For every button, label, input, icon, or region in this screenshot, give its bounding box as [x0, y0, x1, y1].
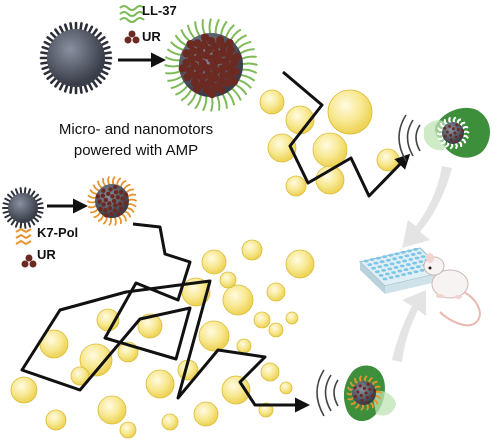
k7pol-legend-label: K7-Pol — [37, 225, 79, 240]
bubble — [119, 421, 137, 439]
bubble — [193, 401, 219, 427]
infected-tissue-icon-upper — [424, 107, 490, 158]
small-spiky-nanoparticle-icon — [2, 187, 44, 229]
bubble — [253, 311, 271, 329]
ll37-peptide-icon — [119, 5, 145, 23]
flow-arrow-lower — [392, 290, 426, 362]
bubble — [285, 249, 315, 279]
spiky-nanoparticle-icon — [39, 21, 113, 95]
motion-path-lower — [20, 222, 310, 413]
ur-legend-label-top: UR — [142, 29, 161, 44]
signal-waves-icon-lower — [316, 369, 339, 417]
bubble — [145, 369, 175, 399]
bubble — [161, 413, 179, 431]
infected-tissue-icon-lower — [343, 365, 396, 422]
bubble — [241, 239, 263, 261]
bubble — [219, 271, 237, 289]
bubble — [222, 284, 254, 316]
bubble — [285, 311, 299, 325]
bubble — [259, 89, 285, 115]
bubble — [260, 362, 280, 382]
mouse-icon — [423, 253, 481, 327]
bubble — [70, 366, 90, 386]
caption-line-1: Micro- and nanomotors — [58, 121, 214, 138]
signal-waves-icon-upper — [398, 114, 421, 162]
bubble — [201, 249, 227, 275]
flow-arrow-upper — [402, 166, 452, 248]
bubble — [97, 395, 127, 425]
bubble-group — [10, 89, 400, 439]
bubble — [198, 320, 230, 352]
bubble — [236, 338, 252, 354]
urease-enzyme-icon-top — [124, 30, 140, 44]
bubble — [279, 381, 293, 395]
bubble — [79, 343, 113, 377]
bubble — [268, 322, 284, 338]
bubble — [137, 313, 163, 339]
urease-enzyme-icon-bottom — [21, 254, 37, 268]
caption-line-2: powered with AMP — [73, 142, 199, 159]
bubble — [221, 375, 251, 405]
motion-path-upper — [282, 70, 411, 198]
k7pol-motor-particle-icon — [86, 175, 138, 227]
bubble — [45, 409, 67, 431]
ll37-legend-label: LL-37 — [142, 3, 177, 18]
bubble — [285, 175, 307, 197]
bubble — [10, 376, 38, 404]
k7pol-peptide-icon — [15, 227, 32, 246]
bubble — [266, 282, 286, 302]
bubble — [327, 89, 373, 135]
ur-legend-label-bottom: UR — [37, 247, 56, 262]
ll37-motor-particle-icon — [164, 18, 258, 112]
bubble — [267, 133, 297, 163]
well-plate-icon — [358, 247, 447, 294]
